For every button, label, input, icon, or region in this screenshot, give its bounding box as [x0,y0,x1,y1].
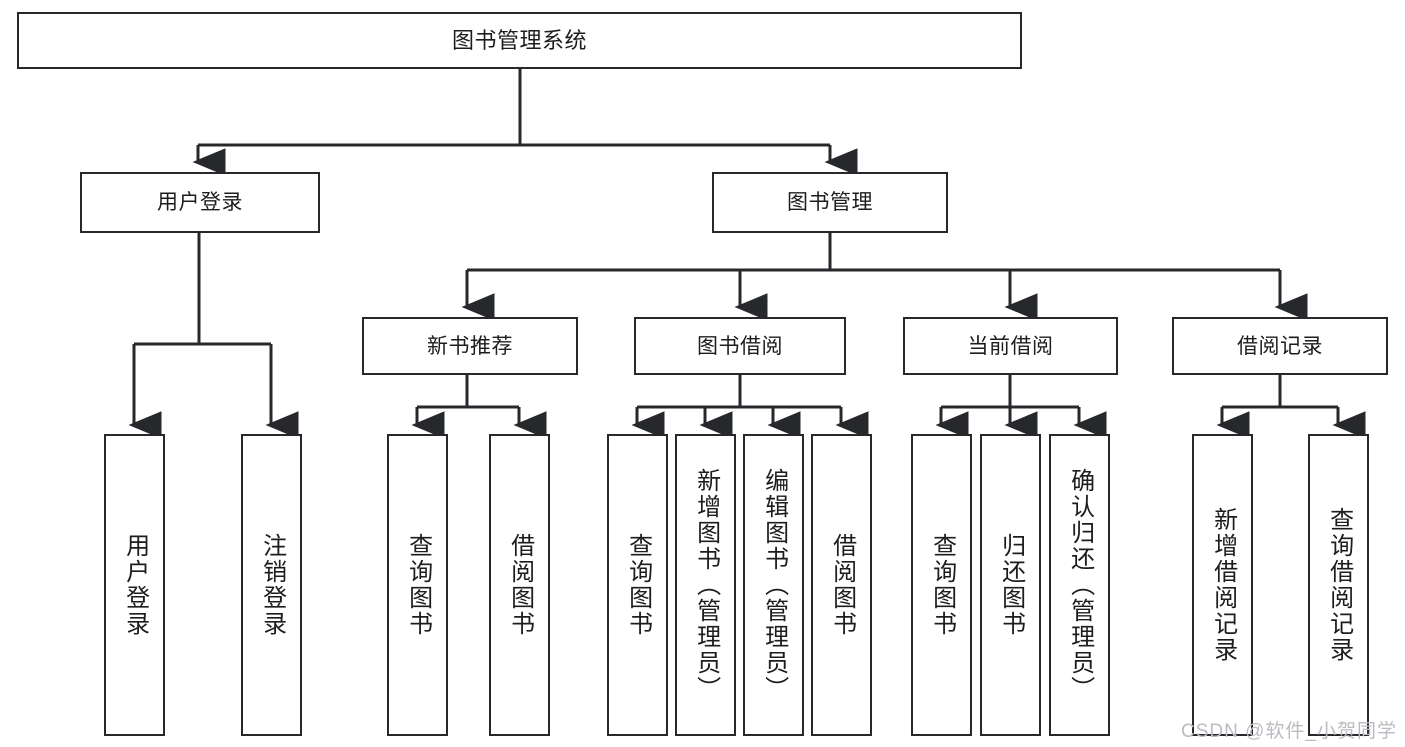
leaf-nb-borrow-book-label: 借阅图书 [506,533,534,637]
leaf-nb-query-book-label: 查询图书 [404,533,432,637]
leaf-bo-add-book-admin[interactable]: 新增图书（管理员） [675,434,736,736]
leaf-user-login[interactable]: 用户登录 [104,434,165,736]
node-root-label: 图书管理系统 [451,27,587,53]
leaf-re-add-record-label: 新增借阅记录 [1209,507,1237,663]
leaf-logout-label: 注销登录 [258,533,286,637]
leaf-nb-query-book[interactable]: 查询图书 [387,434,448,736]
node-book-management-label: 图书管理 [787,191,873,214]
node-book-borrow-label: 图书借阅 [697,334,783,358]
leaf-nb-borrow-book[interactable]: 借阅图书 [489,434,550,736]
leaf-bo-query-book[interactable]: 查询图书 [607,434,668,736]
node-new-book-recommend-label: 新书推荐 [427,334,513,358]
leaf-cu-query-book-label: 查询图书 [928,533,956,637]
leaf-re-query-record-label: 查询借阅记录 [1325,507,1353,663]
leaf-cu-confirm-return-admin[interactable]: 确认归还（管理员） [1049,434,1110,736]
leaf-bo-edit-book-admin[interactable]: 编辑图书（管理员） [743,434,804,736]
node-new-book-recommend[interactable]: 新书推荐 [362,317,578,375]
leaf-re-query-record[interactable]: 查询借阅记录 [1308,434,1369,736]
leaf-bo-add-book-admin-label: 新增图书（管理员） [692,468,720,702]
leaf-cu-return-book[interactable]: 归还图书 [980,434,1041,736]
node-current-borrow-label: 当前借阅 [967,334,1054,358]
leaf-user-login-label: 用户登录 [121,533,149,637]
leaf-bo-query-book-label: 查询图书 [624,533,652,637]
leaf-cu-query-book[interactable]: 查询图书 [911,434,972,736]
node-borrow-record-label: 借阅记录 [1237,334,1323,358]
node-user-login[interactable]: 用户登录 [80,172,320,233]
node-book-management[interactable]: 图书管理 [712,172,948,233]
leaf-bo-borrow-book-label: 借阅图书 [828,533,856,637]
node-root[interactable]: 图书管理系统 [17,12,1022,69]
node-book-borrow[interactable]: 图书借阅 [634,317,846,375]
leaf-cu-confirm-return-admin-label: 确认归还（管理员） [1066,468,1094,702]
node-current-borrow[interactable]: 当前借阅 [903,317,1118,375]
leaf-logout[interactable]: 注销登录 [241,434,302,736]
node-borrow-record[interactable]: 借阅记录 [1172,317,1388,375]
leaf-bo-edit-book-admin-label: 编辑图书（管理员） [760,468,788,702]
node-user-login-label: 用户登录 [157,191,243,214]
leaf-re-add-record[interactable]: 新增借阅记录 [1192,434,1253,736]
leaf-bo-borrow-book[interactable]: 借阅图书 [811,434,872,736]
leaf-cu-return-book-label: 归还图书 [997,533,1025,637]
